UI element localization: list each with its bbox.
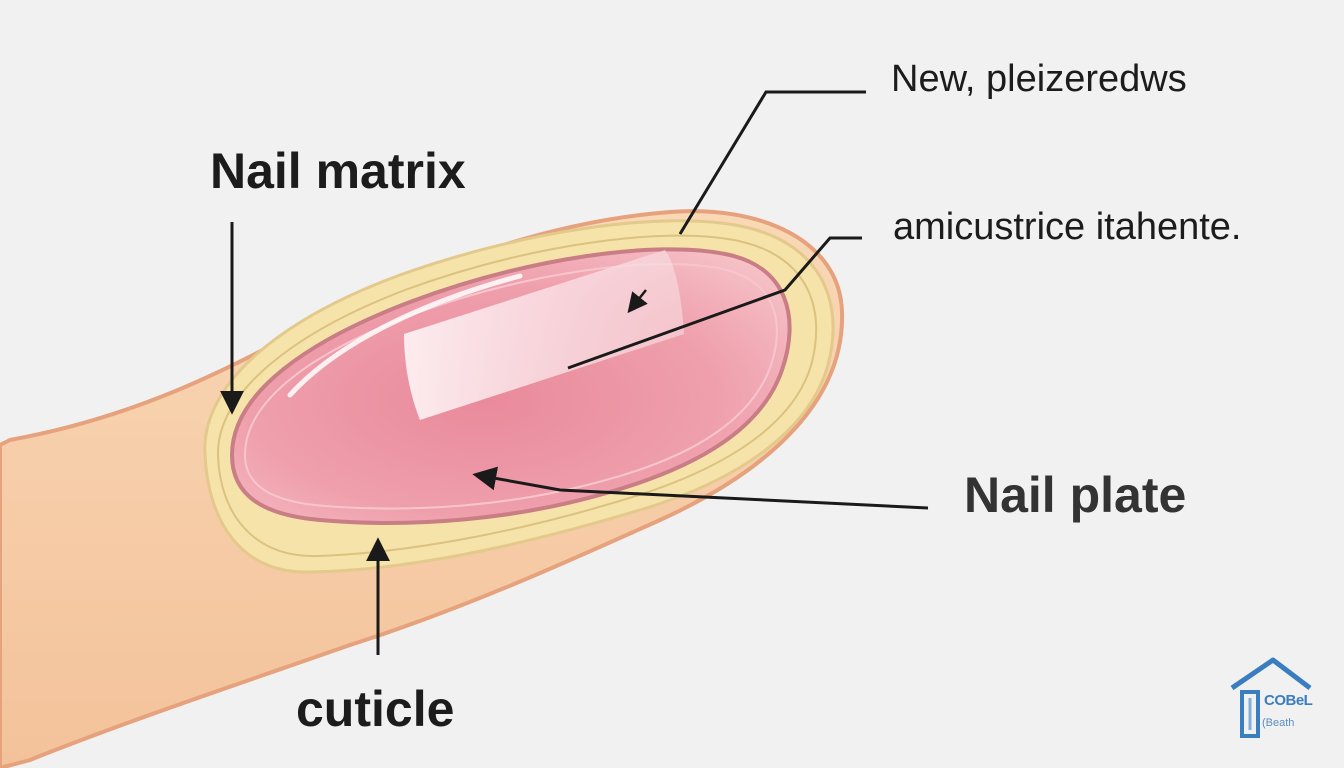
leader-new-pleizeredws bbox=[678, 90, 866, 235]
house-logo-icon bbox=[1230, 657, 1312, 738]
nail-glare-streak bbox=[287, 273, 523, 398]
label-cuticle: cuticle bbox=[296, 681, 455, 737]
logo-name: COBeL bbox=[1264, 692, 1313, 709]
nail-glare-rect bbox=[404, 250, 684, 420]
leader-small-arrow bbox=[627, 289, 648, 314]
label-nail-plate: Nail plate bbox=[964, 467, 1187, 523]
cuticle-ridge bbox=[216, 234, 818, 558]
leader-amicustrice bbox=[567, 236, 862, 370]
logo-subtext: (Beath bbox=[1262, 717, 1295, 729]
label-nail-matrix: Nail matrix bbox=[210, 143, 466, 199]
leader-nail-plate bbox=[472, 466, 929, 510]
label-amicustrice: amicustrice itahente. bbox=[893, 206, 1242, 248]
label-new-pleizeredws: New, pleizeredws bbox=[891, 58, 1187, 100]
